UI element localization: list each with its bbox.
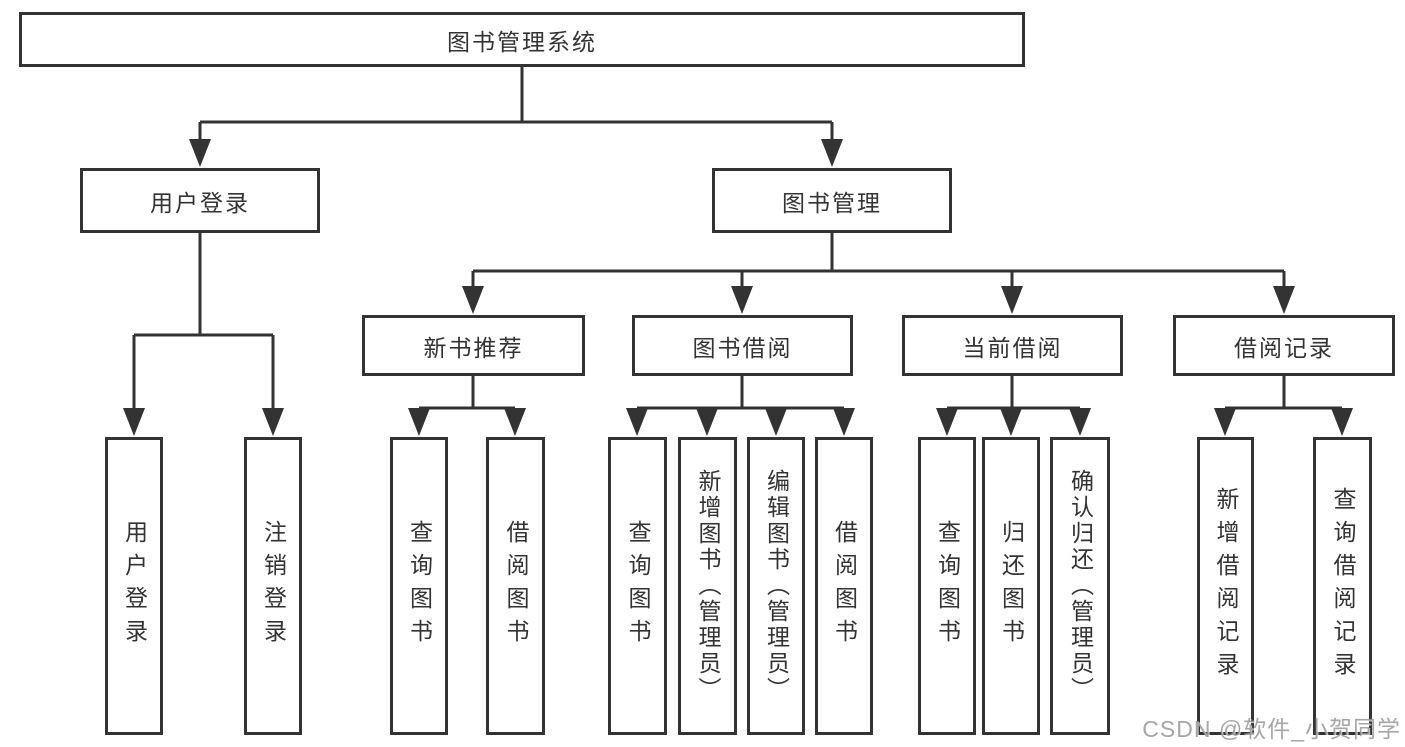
node-label: 图书管理 [782,189,882,216]
node-label: 借阅记录 [1234,334,1334,361]
arrowhead-icon [833,408,855,436]
node-label: 借阅图书 [831,520,858,652]
connector-path [637,376,844,410]
arrowhead-icon [936,408,958,436]
node-book-borrowing: 图书借阅 [632,315,853,376]
leaf-return-books: 归还图书 [982,437,1040,735]
node-new-book-recommend: 新书推荐 [362,315,585,376]
leaf-add-book-admin: 新增图书（管理员） [678,437,737,735]
node-label: 新增借阅记录 [1213,487,1239,685]
leaf-query-books-borrow: 查询图书 [608,437,667,735]
node-label: 新书推荐 [423,334,524,361]
node-label: 查询图书 [406,520,433,652]
leaf-confirm-return-admin: 确认归还（管理员） [1050,437,1110,735]
node-label: 借阅图书 [503,520,529,652]
node-label: 图书借阅 [692,334,793,361]
node-label: 查询借阅记录 [1330,487,1356,685]
node-label: 确认归还（管理员） [1067,469,1094,703]
connector-path [132,233,275,410]
connector-path [1225,376,1342,410]
arrowhead-icon [189,139,211,167]
connector-path [471,233,1286,289]
arrowhead-icon [1273,286,1295,314]
arrowhead-icon [1069,408,1091,436]
connector-path [947,376,1080,410]
arrowhead-icon [696,408,718,436]
leaf-query-books-current: 查询图书 [918,437,976,735]
arrowhead-icon [765,408,787,436]
arrowhead-icon [1001,286,1023,314]
node-label: 图书管理系统 [447,28,597,55]
node-label: 归还图书 [998,520,1025,652]
node-label: 新增图书（管理员） [695,469,721,703]
node-borrowing-records: 借阅记录 [1173,315,1395,376]
leaf-query-books-recommend: 查询图书 [390,437,448,735]
leaf-user-login: 用户登录 [105,437,163,735]
node-label: 用户登录 [121,520,148,652]
node-label: 注销登录 [260,520,287,652]
leaf-query-borrow-record: 查询借阅记录 [1313,437,1372,735]
arrowhead-icon [123,408,145,436]
node-label: 当前借阅 [962,334,1063,361]
arrowhead-icon [626,408,648,436]
arrowhead-icon [462,286,484,314]
arrowhead-icon [1214,408,1236,436]
node-book-management: 图书管理 [712,168,952,233]
watermark-text: CSDN @软件_小贺同学 [1142,716,1401,742]
leaf-logout: 注销登录 [244,437,302,735]
node-label: 查询图书 [934,520,961,652]
leaf-add-borrow-record: 新增借阅记录 [1197,437,1254,735]
node-library-system: 图书管理系统 [19,12,1025,67]
arrowhead-icon [262,408,284,436]
node-user-login: 用户登录 [80,168,320,233]
arrowhead-icon [731,286,753,314]
arrowhead-icon [408,408,430,436]
leaf-borrow-books-recommend: 借阅图书 [486,437,545,735]
arrowhead-icon [821,139,843,167]
connector-path [419,376,515,410]
node-label: 查询图书 [625,520,651,652]
node-label: 编辑图书（管理员） [763,469,790,703]
arrowhead-icon [504,408,526,436]
node-label: 用户登录 [150,189,250,216]
leaf-edit-book-admin: 编辑图书（管理员） [747,437,805,735]
leaf-borrow-books: 借阅图书 [815,437,873,735]
node-current-borrowing: 当前借阅 [902,315,1123,376]
connector-path [198,67,834,142]
arrowhead-icon [1331,408,1353,436]
arrowhead-icon [1000,408,1022,436]
